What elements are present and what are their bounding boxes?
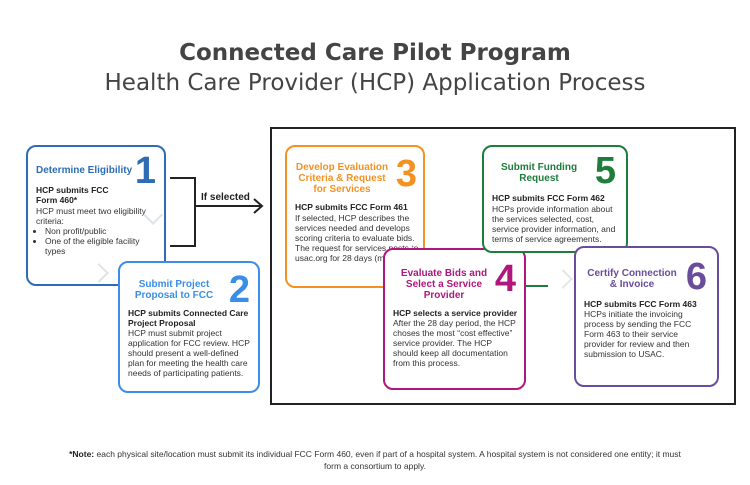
step-6-subtitle: HCP submits FCC Form 463 xyxy=(584,299,697,309)
step-6-body: HCPs initiate the invoicing process by s… xyxy=(584,309,692,359)
step-4-number: 4 xyxy=(494,258,516,300)
step-3-number: 3 xyxy=(395,153,417,195)
step-1-body: HCP must meet two eligibility criteria: … xyxy=(36,206,161,256)
connector-label: If selected xyxy=(201,192,250,203)
step-5-body: HCPs provide information about the servi… xyxy=(492,204,616,244)
step-2-body: HCP must submit project application for … xyxy=(128,328,250,378)
selected-projects-frame xyxy=(270,127,736,405)
footnote-label: *Note: xyxy=(69,449,95,459)
step-2-card: Submit Project Proposal to FCC 2 HCP sub… xyxy=(118,261,260,393)
step-5-number: 5 xyxy=(594,150,616,192)
step-5-header: Submit Funding Request xyxy=(500,162,578,184)
step-1-header: Determine Eligibility xyxy=(36,165,133,176)
step-1-card: Determine Eligibility 1 HCP submits FCC … xyxy=(26,145,166,286)
step-4-body: After the 28 day period, the HCP choses … xyxy=(393,318,516,368)
step-4-card: Evaluate Bids and Select a Service Provi… xyxy=(383,248,526,390)
step-1-bullet: One of the eligible facility types xyxy=(45,236,161,256)
step-6-number: 6 xyxy=(685,256,707,298)
step-1-number: 1 xyxy=(134,150,156,192)
step-5-card: Submit Funding Request 5 HCP submits FCC… xyxy=(482,145,628,253)
page-subtitle: Health Care Provider (HCP) Application P… xyxy=(104,70,646,96)
step-4-header: Evaluate Bids and Select a Service Provi… xyxy=(400,268,488,301)
step-6-header: Certify Connection & Invoice xyxy=(587,268,677,290)
page-title: Connected Care Pilot Program xyxy=(179,40,571,66)
step-3-header: Develop Evaluation Criteria & Request fo… xyxy=(295,162,389,195)
step-2-number: 2 xyxy=(228,269,250,311)
step-1-bullet: Non profit/public xyxy=(45,226,161,236)
step-3-subtitle: HCP submits FCC Form 461 xyxy=(295,202,408,212)
footnote-text: each physical site/location must submit … xyxy=(94,449,681,471)
step-1-body-text: HCP must meet two eligibility criteria: xyxy=(36,206,146,226)
step-3-card: Develop Evaluation Criteria & Request fo… xyxy=(285,145,425,288)
step-5-subtitle: HCP submits FCC Form 462 xyxy=(492,193,605,203)
footnote: *Note: each physical site/location must … xyxy=(60,448,690,472)
step-4-subtitle: HCP selects a service provider xyxy=(393,308,518,318)
step-3-body: If selected, HCP describes the services … xyxy=(295,213,419,263)
step-6-card: Certify Connection & Invoice 6 HCP submi… xyxy=(574,246,719,387)
step-1-subtitle: HCP submits FCC Form 460* xyxy=(36,185,109,205)
step-2-header: Submit Project Proposal to FCC xyxy=(134,279,214,301)
step-2-subtitle: HCP submits Connected Care Project Propo… xyxy=(128,308,249,328)
